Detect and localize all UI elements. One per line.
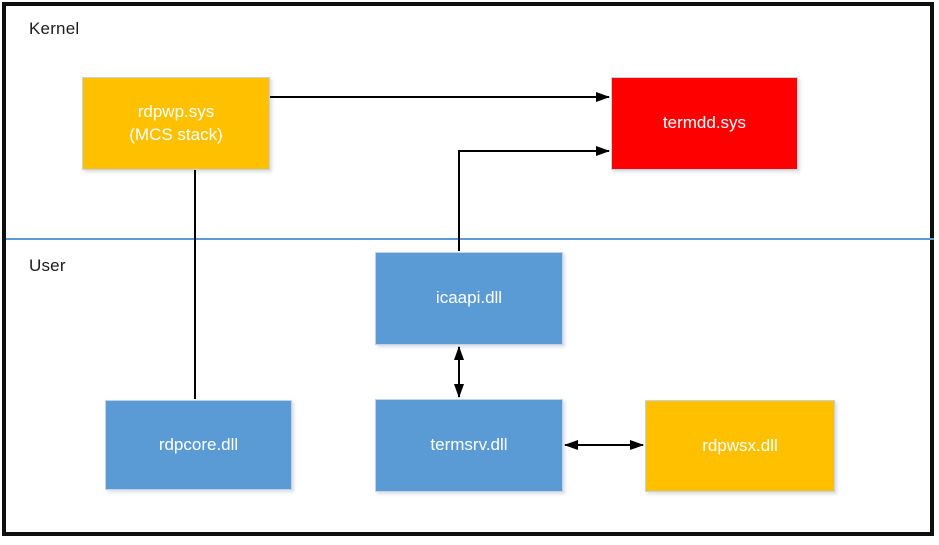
- node-termsrv-dll: termsrv.dll: [375, 399, 563, 492]
- node-rdpcore-label: rdpcore.dll: [158, 434, 239, 454]
- node-rdpwsx-dll: rdpwsx.dll: [645, 400, 835, 492]
- node-rdpwp-sublabel: (MCS stack): [129, 124, 223, 144]
- region-label-kernel: Kernel: [29, 19, 80, 38]
- node-termsrv-label: termsrv.dll: [430, 435, 508, 455]
- node-rdpwp-sys: rdpwp.sys (MCS stack): [82, 77, 270, 170]
- region-label-user: User: [29, 256, 66, 275]
- node-icaapi-dll: icaapi.dll: [375, 252, 563, 345]
- diagram-border-frame: [2, 2, 934, 536]
- kernel-user-divider-line: [6, 238, 934, 240]
- node-icaapi-label: icaapi.dll: [435, 288, 503, 308]
- node-rdpwp-label: rdpwp.sys: [137, 101, 215, 121]
- node-rdpcore-dll: rdpcore.dll: [105, 400, 292, 490]
- node-rdpwsx-label: rdpwsx.dll: [702, 435, 778, 455]
- node-termdd-sys: termdd.sys: [611, 77, 798, 170]
- node-termdd-label: termdd.sys: [662, 113, 747, 133]
